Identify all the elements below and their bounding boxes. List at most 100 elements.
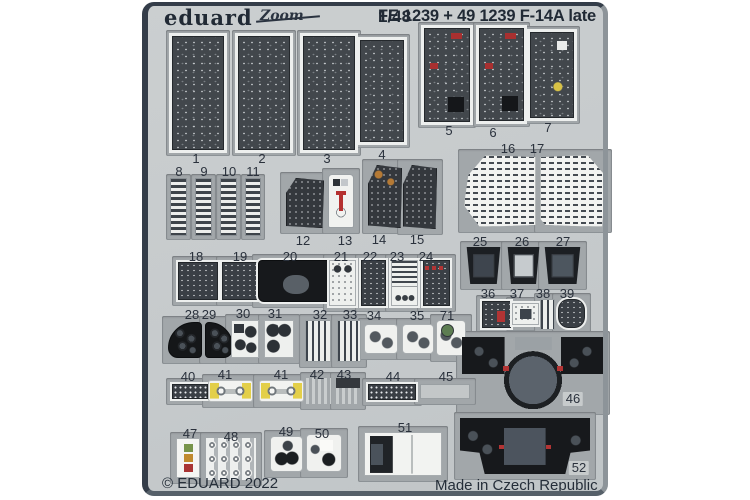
- part-number-label: 43: [336, 367, 352, 382]
- part-number-label: 15: [409, 232, 425, 247]
- scale-label: 1/48: [378, 7, 412, 26]
- part-37: [512, 303, 539, 325]
- part-number-label: 6: [489, 125, 497, 140]
- part-number-label: 51: [397, 420, 413, 435]
- photoetch-sheet: eduard Zoom 1/48 FE 1239 + 49 1239 F-14A…: [142, 2, 612, 496]
- part-number-label: 48: [223, 429, 239, 444]
- part-33: [337, 320, 361, 362]
- copyright-text: © EDUARD 2022: [162, 475, 279, 492]
- part-number-label: 23: [389, 249, 405, 264]
- part-number-label: 38: [535, 286, 551, 301]
- part-number-label: 17: [529, 141, 545, 156]
- part-26: [507, 247, 540, 284]
- part-number-label: 52: [568, 461, 590, 475]
- part-number-label: 36: [480, 286, 496, 301]
- part-24: [423, 260, 450, 306]
- part-number-label: 46: [562, 392, 584, 406]
- part-39: [558, 299, 585, 328]
- part-number-label: 30: [235, 306, 251, 321]
- part-number-label: 28: [184, 307, 200, 322]
- part-12: [286, 178, 324, 228]
- part-number-label: 29: [201, 307, 217, 322]
- part-15: [403, 165, 437, 229]
- product-title: FE 1239 + 49 1239 F-14A late: [377, 7, 596, 25]
- part-1: [172, 36, 224, 150]
- part-number-label: 40: [180, 369, 196, 384]
- part-number-label: 44: [385, 369, 401, 384]
- part-8: [170, 178, 187, 236]
- part-number-label: 3: [323, 151, 331, 166]
- part-5: [424, 28, 470, 122]
- part-number-label: 37: [509, 286, 525, 301]
- part-21: [329, 260, 356, 306]
- part-18: [178, 262, 218, 300]
- part-number-label: 50: [314, 426, 330, 441]
- part-40: [172, 384, 208, 399]
- part-71: [436, 320, 466, 356]
- part-number-label: 5: [445, 123, 453, 138]
- part-number-label: 7: [544, 120, 552, 135]
- part-number-label: 11: [246, 164, 260, 179]
- part-9: [195, 178, 212, 236]
- part-number-label: 42: [309, 367, 325, 382]
- part-number-label: 13: [337, 233, 353, 248]
- part-14: [368, 165, 402, 228]
- part-number-label: 10: [221, 164, 237, 179]
- part-number-label: 19: [232, 249, 248, 264]
- part-number-label: 2: [258, 151, 266, 166]
- part-32: [305, 320, 331, 362]
- part-number-label: 47: [182, 426, 198, 441]
- part-number-label: 12: [295, 233, 311, 248]
- part-13: [328, 174, 354, 228]
- part-35: [402, 324, 434, 354]
- part-number-label: 21: [333, 249, 349, 264]
- part-7: [530, 32, 574, 118]
- part-number-label: 35: [409, 308, 425, 323]
- part-number-label: 49: [278, 424, 294, 439]
- part-number-label: 31: [267, 306, 283, 321]
- part-10: [220, 178, 237, 236]
- part-number-label: 20: [282, 249, 298, 264]
- part-19: [222, 262, 260, 300]
- part-number-label: 39: [559, 286, 575, 301]
- part-25: [466, 247, 501, 284]
- part-43: [336, 378, 360, 404]
- part-30: [231, 320, 259, 358]
- part-number-label: 16: [500, 141, 516, 156]
- part-number-label: 8: [175, 164, 183, 179]
- part-6: [479, 28, 524, 121]
- part-number-label: 18: [188, 249, 204, 264]
- part-4: [360, 40, 404, 142]
- part-42: [306, 378, 331, 404]
- part-number-label: 27: [555, 234, 571, 249]
- part-45: [420, 384, 470, 399]
- part-48: [206, 438, 256, 480]
- part-17: [540, 155, 606, 227]
- part-44: [368, 384, 416, 400]
- part-51: [364, 432, 442, 476]
- part-number-label: 45: [438, 369, 454, 384]
- part-34: [364, 324, 398, 354]
- part-number-label: 1: [192, 151, 200, 166]
- part-number-label: 34: [366, 308, 382, 323]
- part-47: [176, 438, 200, 478]
- part-number-label: 32: [312, 307, 328, 322]
- eduard-logo: eduard: [164, 5, 253, 30]
- part-number-label: 26: [514, 234, 530, 249]
- part-27: [544, 247, 581, 284]
- part-3: [303, 36, 355, 150]
- part-number-label: 41: [217, 367, 233, 382]
- part-50: [306, 434, 342, 472]
- part-number-label: 33: [342, 307, 358, 322]
- part-number-label: 22: [362, 249, 378, 264]
- part-number-label: 25: [472, 234, 488, 249]
- origin-text: Made in Czech Republic: [435, 477, 598, 494]
- part-2: [238, 36, 290, 150]
- part-49: [270, 436, 303, 472]
- part-20: [258, 260, 334, 302]
- part-31: [264, 320, 294, 358]
- part-23: [391, 260, 418, 306]
- part-38: [540, 299, 555, 330]
